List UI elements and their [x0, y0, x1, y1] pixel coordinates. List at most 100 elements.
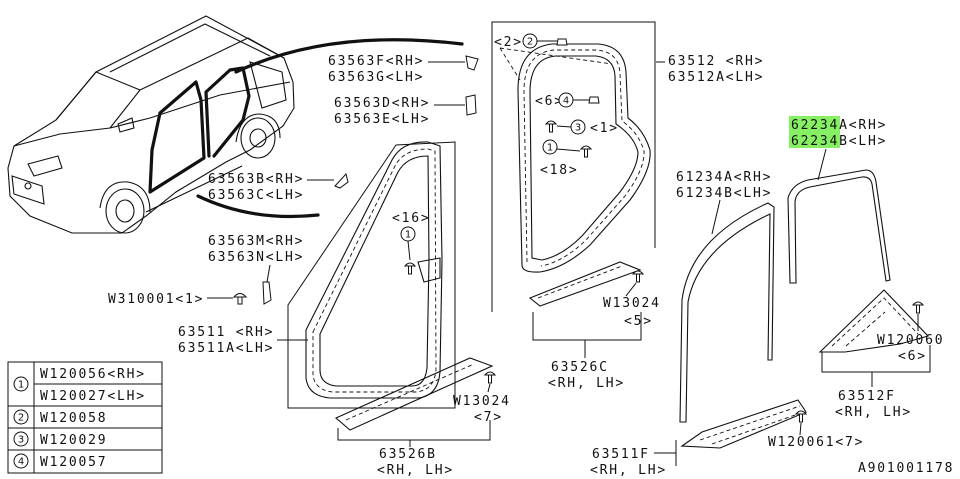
leader-63563m	[266, 264, 271, 283]
legend-row-1-ring	[13, 376, 29, 392]
label-63512a-lh: 63512A<LH>	[668, 70, 764, 85]
diagram-code: A901001178	[858, 461, 954, 476]
rear-door-weatherstrip-channel	[523, 49, 645, 267]
label-63526c-number: 63526C	[551, 360, 609, 375]
vehicle-emblem-icon	[24, 182, 32, 190]
label-w120060-code: W120060	[877, 333, 944, 348]
vehicle-rear-window	[249, 61, 287, 109]
callout-rear-mid-qty: <1>	[590, 121, 619, 136]
callout-rear-lower-qty: <18>	[540, 163, 579, 178]
bracket-63512f	[821, 345, 931, 387]
legend-row-dividers	[8, 383, 162, 451]
label-w13024-front-code: W13024	[453, 394, 511, 409]
label-63563e-lh: 63563E<LH>	[334, 112, 430, 127]
rear-sill-cover-63526c	[528, 261, 642, 307]
label-63563n-lh: 63563N<LH>	[208, 250, 304, 265]
vehicle-rear-wheel-arch	[235, 113, 281, 143]
part-labels: 63563F<RH> 63563G<LH> 63563D<RH> 63563E<…	[108, 54, 954, 478]
legend-row-4-ring	[13, 453, 29, 469]
label-63511a-lh: 63511A<LH>	[178, 341, 274, 356]
front-door-weatherstrip-inner	[319, 155, 430, 387]
rear-door-connector-curve	[234, 38, 464, 74]
rear-door-group	[428, 21, 665, 358]
label-w13024-front-qty: <7>	[474, 410, 503, 425]
label-w120061: W120061<7>	[768, 435, 864, 450]
w13024-rear-clip-icon	[631, 270, 645, 283]
label-62234b-lh: 62234B<LH>	[791, 134, 887, 149]
front-door-opening-seal	[148, 80, 206, 194]
front-door-corner-bracket	[417, 257, 441, 283]
legend-row-3-ring	[13, 431, 29, 447]
callout-rear-top-ring	[522, 33, 538, 49]
leader-front-callout	[407, 240, 411, 261]
callout-front-ring	[400, 226, 416, 242]
molding-63512f	[818, 289, 930, 353]
leader-61234	[711, 199, 721, 235]
label-63526b-side: <RH, LH>	[377, 463, 454, 478]
molding-63511f	[680, 399, 807, 449]
leader-62234	[817, 148, 827, 181]
w13024-front-clip-icon	[483, 371, 497, 384]
w120061-clip-icon	[794, 410, 808, 423]
leader-w13024-rear	[625, 282, 637, 297]
front-door-connector-curve	[196, 194, 320, 219]
front-sill-cover-63526b	[334, 357, 494, 431]
callout-front-qty: <16>	[392, 211, 431, 226]
vehicle-mirror	[117, 117, 135, 133]
legend-border	[7, 361, 163, 474]
callout-rear-lower-ring	[542, 139, 558, 155]
legend-row-4-ref: 4	[18, 457, 24, 468]
clip-63563d-icon	[465, 94, 477, 116]
legend-row-1-ref: 1	[18, 380, 24, 391]
fastener-legend-table: 1 W120056<RH> W120027<LH> 2 W120058 3 W1…	[7, 361, 163, 474]
callout-rear-upper-qty: <6>	[535, 94, 564, 109]
label-w13024-rear-qty: <5>	[624, 314, 653, 329]
vehicle-front-wheel	[105, 188, 145, 234]
label-62234a-rh: 62234A<RH>	[791, 118, 887, 133]
front-door-weatherstrip-outer	[305, 141, 443, 399]
label-63511-rh: 63511 <RH>	[178, 325, 274, 340]
callout-rear-upper-ring	[558, 92, 574, 108]
vehicle-windshield	[55, 71, 141, 129]
clip-63563m-icon	[262, 281, 272, 305]
label-63563c-lh: 63563C<LH>	[208, 188, 304, 203]
callout-rear-mid-ref: 3	[575, 123, 581, 134]
label-63563d-rh: 63563D<RH>	[334, 96, 430, 111]
leader-rear-mid	[556, 125, 572, 128]
legend-row-4-code: W120057	[40, 455, 107, 470]
strip-61234	[679, 202, 775, 423]
vehicle-grille	[11, 175, 45, 205]
vehicle-illustration	[7, 15, 464, 234]
vehicle-roof-rail	[109, 23, 271, 73]
callout-rear-mid-ring	[570, 119, 586, 135]
selected-part-highlight	[789, 116, 840, 148]
label-w13024-rear-code: W13024	[603, 296, 661, 311]
legend-row-2-ref: 2	[18, 413, 24, 424]
legend-row-2-ring	[13, 409, 29, 425]
bracket-63526c	[532, 312, 642, 358]
front-door-clip-icon	[403, 262, 417, 275]
label-63511f-side: <RH, LH>	[590, 463, 667, 478]
w310001-clip-icon	[232, 293, 248, 305]
vehicle-rear-hub	[249, 128, 267, 148]
callout-rear-top-ref: 2	[527, 37, 533, 48]
rear-top-clip-icon	[556, 38, 568, 46]
vehicle-headlight	[27, 155, 63, 177]
rear-door-frame-box	[491, 21, 656, 312]
label-63511f-number: 63511F	[592, 447, 650, 462]
label-63563f-rh: 63563F<RH>	[328, 54, 424, 69]
rear-sill-cover-hatch	[537, 265, 623, 299]
label-w120060-qty: <6>	[898, 349, 927, 364]
rear-door-upper-molding	[499, 47, 613, 81]
front-door-weatherstrip-channel	[312, 148, 437, 393]
label-63512-rh: 63512 <RH>	[668, 54, 764, 69]
front-door-group	[207, 141, 497, 447]
vehicle-beltline	[149, 81, 291, 119]
vehicle-rear-wheel	[240, 117, 276, 159]
front-sill-cover-hatch	[345, 363, 475, 421]
vehicle-front-hub	[115, 199, 135, 223]
vehicle-roof-line	[139, 37, 285, 91]
strip-62234	[787, 169, 891, 284]
clip-63563f-icon	[465, 55, 479, 71]
